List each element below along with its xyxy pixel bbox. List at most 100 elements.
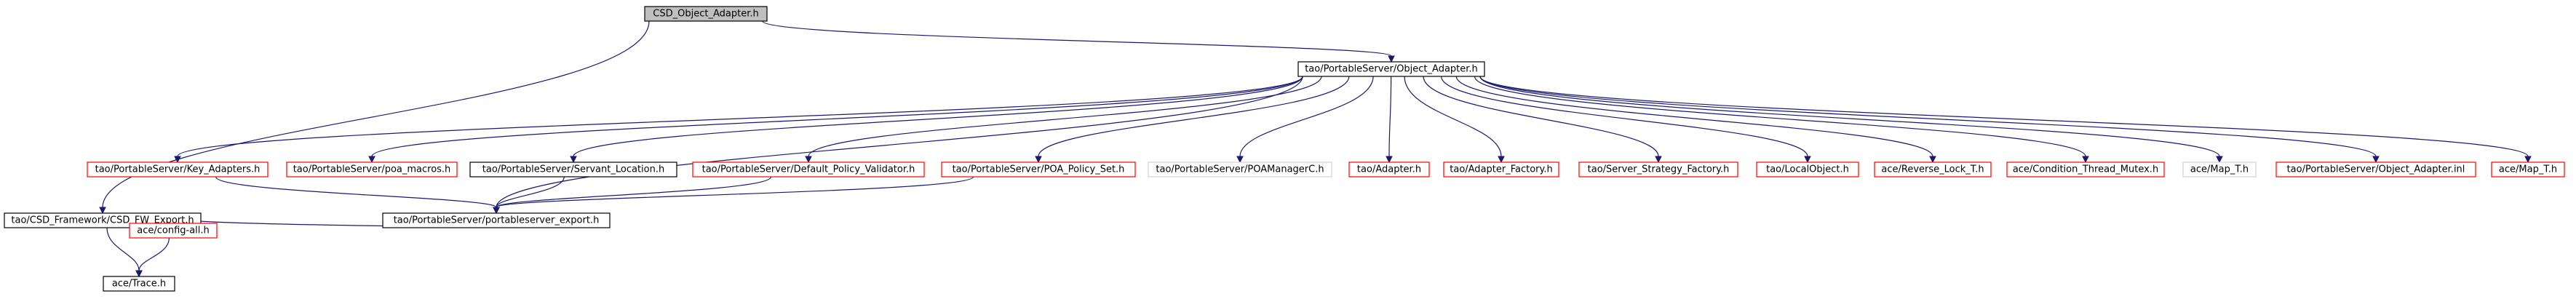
node-label: tao/Server_Strategy_Factory.h bbox=[1588, 164, 1730, 175]
arrowhead bbox=[2082, 156, 2089, 164]
node-ace_config_all_h[interactable]: ace/config-all.h bbox=[129, 223, 218, 239]
node-box bbox=[692, 162, 925, 178]
edge-tao_portableserver_object_adapter_h-to-ace_condition_thread_mutex_h bbox=[1474, 76, 2089, 164]
arrowhead bbox=[368, 156, 375, 164]
node-label: tao/PortableServer/Object_Adapter.inl bbox=[2287, 164, 2465, 175]
edge-tao_portableserver_object_adapter_h-to-tao_adapter_h bbox=[1386, 76, 1393, 164]
nodes-layer: CSD_Object_Adapter.h tao/PortableServer/O… bbox=[4, 6, 2565, 292]
node-box bbox=[1874, 162, 1992, 178]
node-tao_localobject_h[interactable]: tao/LocalObject.h bbox=[1756, 162, 1859, 178]
edge-tao_portableserver_servant_location_h-to-tao_portableserver_portableserver_export_h bbox=[493, 176, 565, 215]
arrowhead bbox=[1498, 156, 1505, 164]
node-ace_map_t_h_light[interactable]: ace/Map_T.h bbox=[2182, 162, 2257, 178]
node-ace_map_t_h_red[interactable]: ace/Map_T.h bbox=[2491, 162, 2565, 178]
arrowhead bbox=[1655, 156, 1662, 164]
node-tao_portableserver_portableserver_export_h[interactable]: tao/PortableServer/portableserver_export… bbox=[382, 212, 611, 228]
edge-tao_portableserver_object_adapter_h-to-tao_portableserver_object_adapter_inl bbox=[1479, 76, 2380, 164]
node-box bbox=[1578, 162, 1738, 178]
node-label: tao/PortableServer/Servant_Location.h bbox=[482, 164, 664, 175]
node-tao_portableserver_poamanagerc_h[interactable]: tao/PortableServer/POAManagerC.h bbox=[1148, 162, 1332, 178]
node-box bbox=[469, 162, 677, 178]
node-csd_object_adapter_h[interactable]: CSD_Object_Adapter.h bbox=[644, 6, 768, 22]
node-label: ace/config-all.h bbox=[137, 226, 210, 236]
node-box bbox=[1297, 61, 1485, 77]
node-ace_condition_thread_mutex_h[interactable]: ace/Condition_Thread_Mutex.h bbox=[2006, 162, 2165, 178]
edge-ace_config_all_h-to-ace_trace_h bbox=[135, 237, 170, 278]
node-box bbox=[103, 276, 175, 292]
edge-tao_portableserver_default_policy_validator_h-to-tao_portableserver_portableserver_export_h bbox=[493, 176, 772, 215]
arrowhead bbox=[1388, 55, 1395, 63]
node-box bbox=[1443, 162, 1559, 178]
node-label: tao/PortableServer/Object_Adapter.h bbox=[1305, 64, 1478, 75]
node-tao_adapter_h[interactable]: tao/Adapter.h bbox=[1348, 162, 1430, 178]
node-label: CSD_Object_Adapter.h bbox=[653, 9, 758, 20]
edge-tao_portableserver_object_adapter_h-to-tao_portableserver_servant_location_h bbox=[570, 76, 1303, 164]
node-tao_portableserver_poa_policy_set_h[interactable]: tao/PortableServer/POA_Policy_Set.h bbox=[941, 162, 1136, 178]
node-ace_reverse_lock_t_h[interactable]: ace/Reverse_Lock_T.h bbox=[1874, 162, 1992, 178]
arrowhead bbox=[99, 207, 106, 215]
node-label: tao/PortableServer/poa_macros.h bbox=[293, 164, 451, 175]
edge-csd_object_adapter_h-to-tao_csd_framework_csd_fw_export_h bbox=[99, 20, 650, 215]
node-label: ace/Reverse_Lock_T.h bbox=[1881, 164, 1984, 175]
arrowhead bbox=[493, 207, 500, 215]
node-label: ace/Condition_Thread_Mutex.h bbox=[2013, 164, 2158, 175]
node-box bbox=[87, 162, 269, 178]
arrowhead bbox=[2216, 156, 2223, 164]
node-box bbox=[644, 6, 768, 22]
node-box bbox=[286, 162, 458, 178]
edge-tao_portableserver_object_adapter_h-to-tao_server_strategy_factory_h bbox=[1423, 76, 1662, 164]
node-box bbox=[129, 223, 218, 239]
node-label: tao/PortableServer/portableserver_export… bbox=[394, 215, 600, 226]
edge-tao_portableserver_object_adapter_h-to-tao_portableserver_key_adapters_h bbox=[174, 76, 1303, 164]
node-label: ace/Trace.h bbox=[112, 279, 166, 290]
edge-tao_portableserver_object_adapter_h-to-tao_localobject_h bbox=[1441, 76, 1811, 164]
node-label: ace/Map_T.h bbox=[2190, 164, 2249, 175]
edge-tao_portableserver_object_adapter_h-to-ace_map_t_h_light bbox=[1479, 76, 2223, 164]
node-label: tao/PortableServer/Default_Policy_Valida… bbox=[702, 164, 915, 175]
node-tao_adapter_factory_h[interactable]: tao/Adapter_Factory.h bbox=[1443, 162, 1559, 178]
node-box bbox=[941, 162, 1136, 178]
arrowhead bbox=[805, 156, 812, 164]
arrowhead bbox=[570, 156, 577, 164]
arrowhead bbox=[1236, 156, 1244, 164]
edge-tao_portableserver_object_adapter_h-to-tao_portableserver_default_policy_validator_h bbox=[805, 76, 1322, 164]
node-box bbox=[382, 212, 611, 228]
node-label: tao/PortableServer/POA_Policy_Set.h bbox=[953, 164, 1125, 175]
node-box bbox=[2275, 162, 2476, 178]
edge-tao_portableserver_object_adapter_h-to-tao_portableserver_poa_macros_h bbox=[368, 76, 1303, 164]
node-label: tao/Adapter.h bbox=[1357, 164, 1421, 175]
arrowhead bbox=[2524, 156, 2532, 164]
node-label: tao/PortableServer/Key_Adapters.h bbox=[95, 164, 261, 175]
edge-tao_portableserver_object_adapter_h-to-tao_portableserver_poamanagerc_h bbox=[1236, 76, 1374, 164]
node-ace_trace_h[interactable]: ace/Trace.h bbox=[103, 276, 175, 292]
node-label: tao/Adapter_Factory.h bbox=[1450, 164, 1552, 175]
edge-tao_portableserver_key_adapters_h-to-tao_portableserver_portableserver_export_h bbox=[215, 176, 500, 215]
arrowhead bbox=[2372, 156, 2380, 164]
edge-tao_portableserver_object_adapter_h-to-tao_adapter_factory_h bbox=[1404, 76, 1505, 164]
node-tao_server_strategy_factory_h[interactable]: tao/Server_Strategy_Factory.h bbox=[1578, 162, 1738, 178]
arrowhead bbox=[1035, 156, 1042, 164]
node-label: ace/Map_T.h bbox=[2499, 164, 2557, 175]
node-box bbox=[1756, 162, 1859, 178]
node-tao_portableserver_default_policy_validator_h[interactable]: tao/PortableServer/Default_Policy_Valida… bbox=[692, 162, 925, 178]
node-box bbox=[1148, 162, 1332, 178]
edges-layer bbox=[99, 20, 2532, 278]
node-box bbox=[2006, 162, 2165, 178]
edge-tao_portableserver_object_adapter_h-to-tao_portableserver_poa_policy_set_h bbox=[1035, 76, 1350, 164]
node-label: tao/PortableServer/POAManagerC.h bbox=[1156, 164, 1324, 175]
node-tao_portableserver_poa_macros_h[interactable]: tao/PortableServer/poa_macros.h bbox=[286, 162, 458, 178]
node-box bbox=[2182, 162, 2257, 178]
arrowhead bbox=[1386, 156, 1393, 164]
arrowhead bbox=[135, 270, 143, 278]
edge-csd_object_adapter_h-to-tao_portableserver_object_adapter_h bbox=[762, 20, 1395, 63]
node-box bbox=[1348, 162, 1430, 178]
edge-tao_portableserver_object_adapter_h-to-ace_map_t_h_red bbox=[1479, 76, 2532, 164]
node-tao_portableserver_key_adapters_h[interactable]: tao/PortableServer/Key_Adapters.h bbox=[87, 162, 269, 178]
edge-tao_portableserver_poa_policy_set_h-to-tao_portableserver_portableserver_export_h bbox=[493, 176, 974, 215]
node-tao_portableserver_object_adapter_h[interactable]: tao/PortableServer/Object_Adapter.h bbox=[1297, 61, 1485, 77]
edge-tao_portableserver_object_adapter_h-to-ace_reverse_lock_t_h bbox=[1455, 76, 1936, 164]
arrowhead bbox=[174, 156, 181, 164]
node-tao_portableserver_servant_location_h[interactable]: tao/PortableServer/Servant_Location.h bbox=[469, 162, 677, 178]
node-tao_portableserver_object_adapter_inl[interactable]: tao/PortableServer/Object_Adapter.inl bbox=[2275, 162, 2476, 178]
